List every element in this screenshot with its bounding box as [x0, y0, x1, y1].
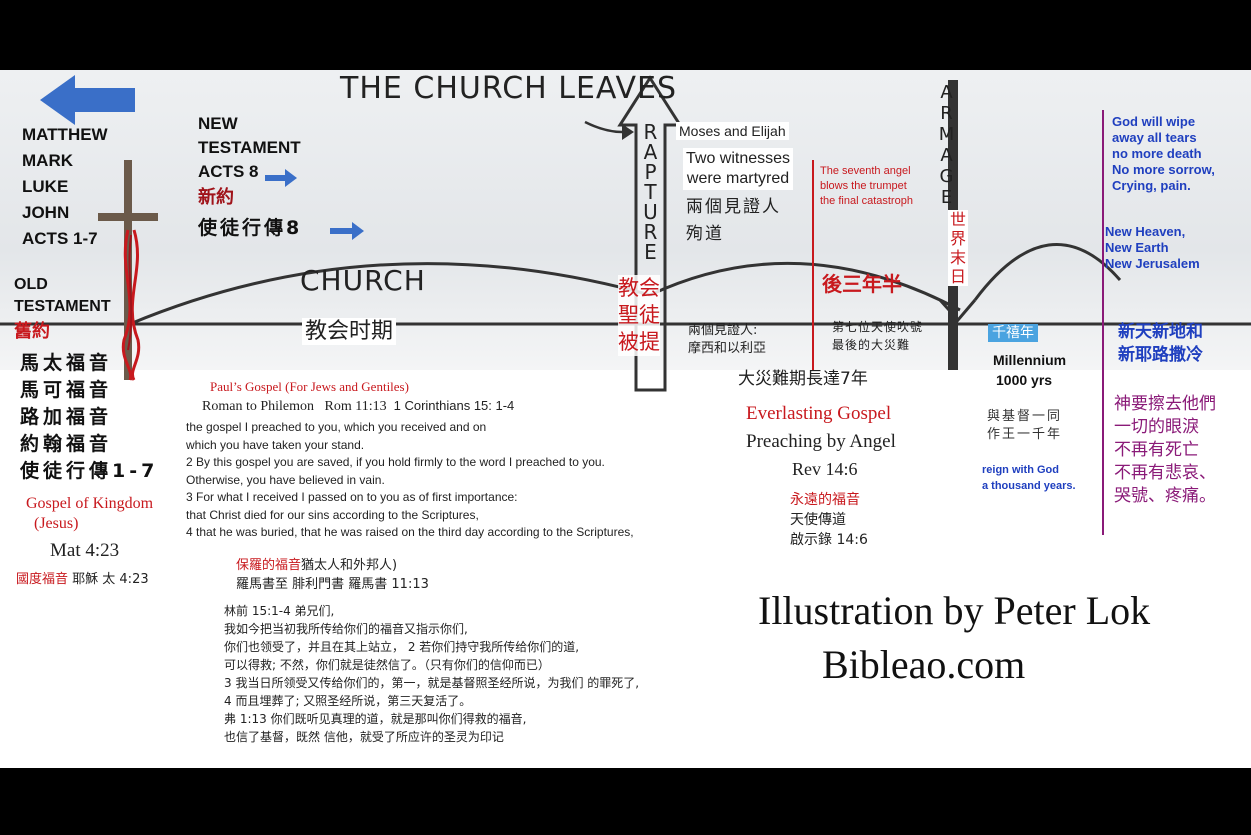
rapture-letter: U — [643, 200, 659, 224]
church-period-cn: 教会时期 — [302, 318, 397, 346]
top-letterbox — [0, 0, 1251, 70]
second-half-cn: 後三年半 — [822, 272, 902, 296]
pauls-gospel-title: Paul’s Gospel (For Jews and Gentiles) — [210, 379, 409, 394]
reign-cn: 與基督一同作王一千年 — [987, 409, 1063, 442]
rapture-letter: E — [644, 240, 658, 264]
bottom-letterbox — [0, 768, 1251, 835]
rapture-letter: R — [643, 120, 659, 144]
millennium-arc — [973, 243, 1122, 301]
two-witnesses-cn: 兩個見證人殉道 — [686, 197, 781, 244]
moses-elijah-label: Moses and Elijah — [676, 122, 789, 141]
cross-vertical — [124, 160, 132, 380]
church-leaves-heading: THE CHURCH LEAVES — [340, 71, 678, 106]
church-arc — [129, 262, 651, 326]
website-credit: Bibleao.com — [822, 642, 1026, 687]
end-of-world-cn: 世界末日 — [948, 210, 968, 286]
rapture-letter: P — [644, 160, 658, 184]
kingdom-gospel-cn: 國度福音 耶穌 太 4:23 — [16, 572, 149, 587]
pauls-gospel-cn: 保羅的福音猶太人和外邦人) 羅馬書至 腓利門書 羅馬書 11:13 — [236, 558, 429, 592]
lower-text-area — [0, 370, 1251, 768]
armageddon-letter: E — [940, 187, 954, 208]
cross-horizontal — [98, 213, 158, 221]
armageddon-letter: R — [940, 103, 954, 124]
acts8-cn: 使徒行傳8 — [198, 217, 303, 239]
old-testament-cn: 舊約 — [14, 321, 50, 342]
rapture-cn: 教会聖徒被提 — [618, 275, 660, 356]
acts8-cn-arrow-icon — [330, 222, 364, 240]
everlasting-gospel-cn: 永遠的福音天使傳道啟示錄 14:6 — [790, 492, 868, 548]
pauls-gospel-text: the gospel I preached to you, which you … — [186, 420, 634, 539]
armageddon-letter: A — [940, 145, 954, 166]
two-witnesses-cn-2: 兩個見證人:摩西和以利亞 — [688, 323, 767, 356]
god-wipe-cn: 神要擦去他們一切的眼淚不再有死亡不再有悲哀、哭號、疼痛。 — [1114, 394, 1216, 506]
acts8-arrow-icon — [265, 169, 297, 187]
new-testament-cn: 新約 — [198, 187, 234, 208]
church-label: CHURCH — [300, 264, 426, 297]
armageddon-letter: A — [940, 82, 954, 103]
left-arrow-icon — [40, 75, 135, 125]
preaching-by-angel: Preaching by Angel — [746, 431, 896, 452]
timeline-drawing — [0, 75, 1251, 535]
corinthians-cn-text: 林前 15:1-4 弟兄们,我如今把当初我所传给你们的福音又指示你们,你们也领受… — [224, 604, 640, 744]
new-heaven-cn: 新天新地和新耶路撒冷 — [1118, 322, 1203, 365]
seventh-angel-cn: 第七位天使吹號最後的大災難 — [832, 320, 924, 352]
rapture-letter: T — [644, 180, 658, 204]
armageddon-letter: G — [939, 166, 955, 187]
gospel-of-kingdom: Gospel of Kingdom(Jesus) — [26, 495, 154, 532]
everlasting-gospel: Everlasting Gospel — [746, 403, 892, 424]
tribulation-cn: 大災難期長達7年 — [738, 369, 868, 389]
rapture-letter: A — [643, 140, 659, 164]
illustration-credit: Illustration by Peter Lok — [758, 588, 1151, 633]
mat-reference: Mat 4:23 — [50, 540, 120, 561]
pauls-gospel-refs: Roman to Philemon Rom 11:13 1 Corinthian… — [202, 398, 515, 414]
millennium-cn: 千禧年 — [988, 324, 1038, 343]
tribulation-arc — [649, 261, 961, 312]
armageddon-letter: M — [938, 124, 956, 145]
rev-reference: Rev 14:6 — [792, 459, 858, 479]
rapture-letter: R — [643, 220, 659, 244]
gospels-cn-list: 馬太福音馬可福音路加福音約翰福音使徒行傳1-7 — [20, 352, 159, 482]
